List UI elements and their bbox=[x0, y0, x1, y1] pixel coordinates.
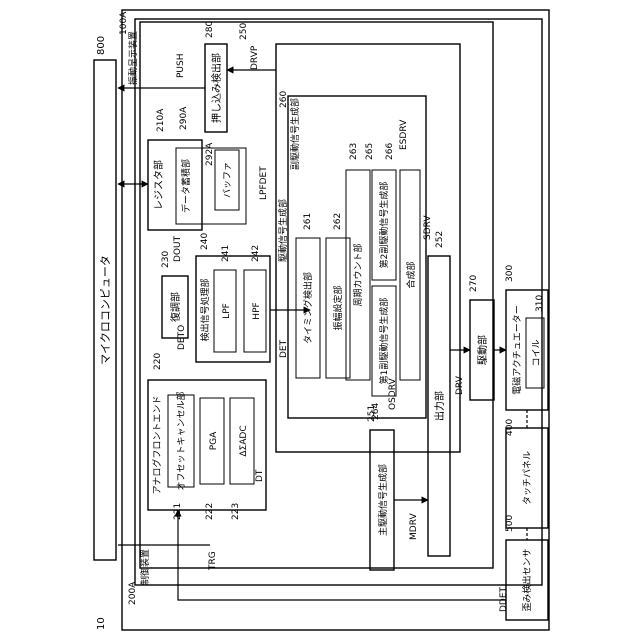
ref-221: 221 bbox=[173, 503, 183, 520]
ddet-line bbox=[178, 510, 506, 600]
control-device-label: 制御装置 bbox=[139, 549, 151, 585]
drvp-label: DRVP bbox=[250, 45, 260, 70]
timing-label: タイミング検出部 bbox=[302, 272, 314, 344]
ref-200a: 200A bbox=[128, 581, 138, 605]
synth-label: 合成部 bbox=[405, 261, 417, 288]
sub-drive-gen-label: 副駆動信号生成部 bbox=[289, 98, 301, 170]
push-signal-label: PUSH bbox=[176, 54, 186, 79]
hpf-label: HPF bbox=[252, 302, 262, 319]
amp-label: 振幅設定部 bbox=[332, 285, 344, 330]
ref-240: 240 bbox=[200, 233, 210, 250]
control-device-box bbox=[140, 22, 493, 568]
ref-100a: 100A bbox=[119, 11, 129, 35]
sensor-label: 歪み検出センサ bbox=[521, 548, 533, 611]
esdrv-label: ESDRV bbox=[399, 119, 409, 150]
ref-266: 266 bbox=[385, 143, 395, 160]
ref-280: 280 bbox=[205, 21, 215, 38]
demod-label: 復調部 bbox=[169, 292, 182, 322]
osdrv-label: OSDRV bbox=[388, 378, 398, 410]
output-label: 出力部 bbox=[433, 391, 446, 421]
ref-230: 230 bbox=[161, 251, 171, 268]
vibration-display-label: 振動呈示装置 bbox=[127, 31, 139, 85]
ref-270: 270 bbox=[469, 275, 479, 292]
ref-260: 260 bbox=[279, 91, 289, 108]
period-label: 周期カウント部 bbox=[352, 243, 364, 306]
sub2-label: 第2副駆動信号生成部 bbox=[378, 182, 390, 269]
ref-220: 220 bbox=[153, 353, 163, 370]
lpfdet-label: LPFDET bbox=[259, 166, 269, 200]
ddet-label: DDET bbox=[499, 586, 509, 612]
ref-400: 400 bbox=[505, 419, 515, 436]
ref-300: 300 bbox=[505, 265, 515, 282]
ref-310: 310 bbox=[535, 295, 545, 312]
afe-label: アナログフロントエンド bbox=[151, 396, 163, 495]
main-drive-label: 主駆動信号生成部 bbox=[377, 464, 389, 536]
ref-261: 261 bbox=[303, 213, 313, 230]
push-detect-label: 押し込み検出部 bbox=[210, 53, 223, 123]
ref-265: 265 bbox=[365, 143, 375, 160]
detproc-label: 検出信号処理部 bbox=[199, 278, 211, 341]
lpf-label: LPF bbox=[222, 303, 232, 319]
drive-signal-gen-box bbox=[276, 44, 460, 452]
buffer-label: バッファ bbox=[222, 162, 233, 198]
ref-292a: 292A bbox=[205, 142, 215, 166]
sdrv-label: SDRV bbox=[423, 215, 433, 240]
drive-gen-label: 駆動信号生成部 bbox=[277, 199, 289, 262]
ref-262: 262 bbox=[333, 213, 343, 230]
ref-252: 252 bbox=[435, 231, 445, 248]
coil-label: コイル bbox=[532, 339, 542, 366]
ref-290a: 290A bbox=[179, 106, 189, 130]
mdrv-label: MDRV bbox=[409, 513, 419, 540]
ref-250: 250 bbox=[239, 23, 249, 40]
ref-210a: 210A bbox=[156, 108, 166, 132]
microcomputer-label: マイクロコンピュータ bbox=[99, 255, 112, 365]
dt-label: DT bbox=[255, 469, 265, 482]
deto-label: DETO bbox=[177, 325, 187, 350]
ref-263: 263 bbox=[349, 143, 359, 160]
offset-label: オフセットキャンセル部 bbox=[175, 391, 187, 490]
driver-label: 駆動部 bbox=[476, 335, 489, 365]
ref-223: 223 bbox=[231, 503, 241, 520]
touch-panel-label: タッチパネル bbox=[522, 451, 533, 505]
ref-10: 10 bbox=[96, 617, 107, 630]
ref-500: 500 bbox=[505, 515, 515, 532]
ref-242: 242 bbox=[251, 245, 261, 262]
actuator-label: 電磁アクチュエーター bbox=[511, 305, 523, 395]
drv-label: DRV bbox=[455, 375, 465, 395]
ref-800: 800 bbox=[96, 36, 107, 55]
adc-label: ΔΣADC bbox=[239, 425, 249, 456]
sub1-label: 第1副駆動信号生成部 bbox=[378, 298, 390, 385]
ref-251: 251 bbox=[367, 405, 377, 422]
data-store-label: データ蓄積部 bbox=[180, 159, 192, 213]
trg-label: TRG bbox=[208, 551, 218, 571]
dout-label: DOUT bbox=[173, 235, 183, 262]
det-label: DET bbox=[279, 339, 289, 358]
pga-label: PGA bbox=[209, 431, 219, 450]
ref-241: 241 bbox=[221, 245, 231, 262]
register-label: レジスタ部 bbox=[152, 160, 165, 210]
ref-222: 222 bbox=[205, 503, 215, 520]
